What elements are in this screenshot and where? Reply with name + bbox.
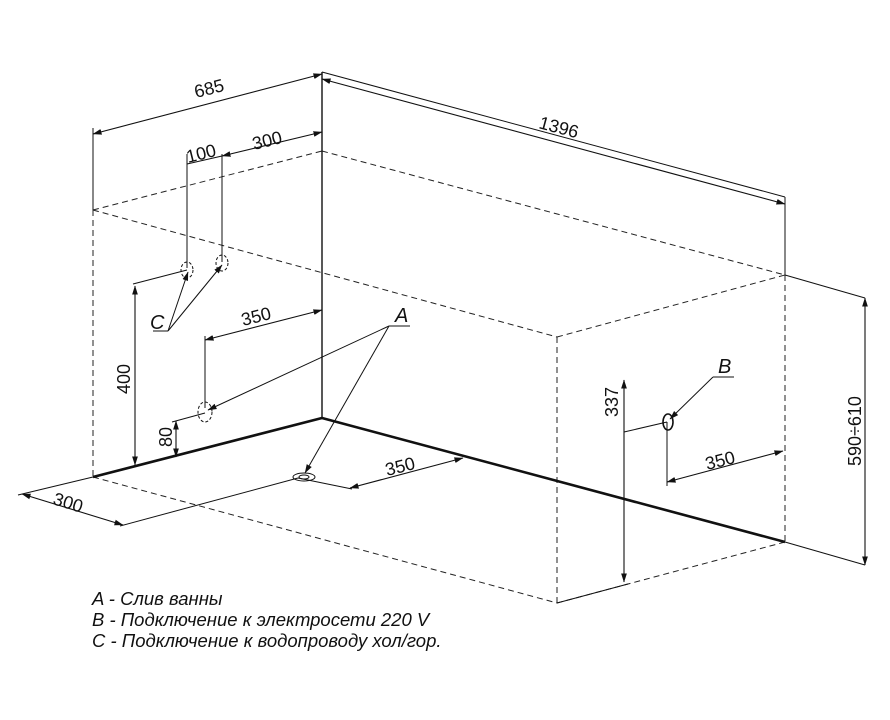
drain-outlet-wall: [197, 401, 213, 423]
legend-item-c: C - Подключение к водопроводу хол/гор.: [92, 630, 442, 651]
legend-item-a: A - Слив ванны: [92, 588, 223, 609]
drain-outlet-floor: [292, 472, 316, 482]
dim-400-label: 400: [114, 364, 134, 394]
dim-300-top-label: 300: [250, 127, 284, 154]
dim-350-right-label: 350: [703, 447, 737, 474]
leader-lines: [153, 264, 734, 474]
label-a: A: [394, 305, 408, 327]
dim-80-label: 80: [156, 427, 176, 447]
legend-item-b: B - Подключение к электросети 220 V: [92, 609, 430, 630]
power-outlet: [662, 413, 674, 431]
extension-lines: [17, 71, 866, 604]
dim-337-label: 337: [602, 387, 622, 417]
wall-edges: [92, 72, 786, 544]
dim-300-floor-label: 300: [51, 489, 86, 517]
bathtub-outline: [92, 150, 786, 604]
dim-685-label: 685: [192, 75, 226, 102]
label-b: B: [718, 356, 731, 378]
dim-100-label: 100: [184, 140, 218, 167]
dim-1396-label: 1396: [537, 113, 581, 143]
dim-350-floor-label: 350: [383, 453, 417, 480]
dim-350-wall-label: 350: [239, 303, 273, 330]
dim-590-610-label: 590÷610: [845, 396, 865, 466]
dimension-lines: [21, 73, 868, 583]
legend: A - Слив ванны B - Подключение к электро…: [92, 588, 442, 651]
label-c: C: [150, 312, 165, 334]
